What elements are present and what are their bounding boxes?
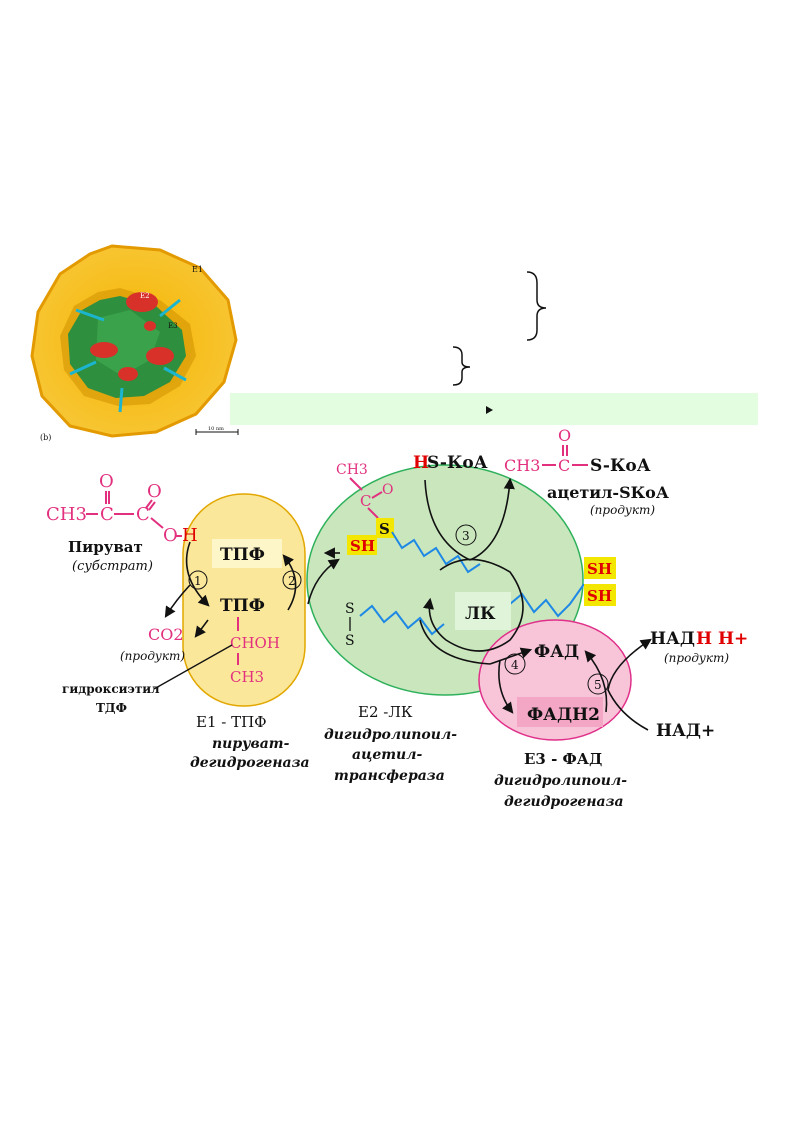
curly-brace-right-1 [526, 271, 547, 341]
step-3-circle [455, 524, 477, 546]
acetyl-c: C [558, 456, 570, 475]
acetyl-coa-product: ацетил-SКоА [547, 483, 669, 502]
step-1-circle [188, 570, 208, 590]
acetyl-coa-role: (продукт) [590, 503, 655, 517]
pyruvate-h: H [182, 525, 198, 546]
e2-o: O [382, 482, 393, 498]
acetyl-o: O [558, 426, 571, 445]
hs-coa-rest: S-КоА [427, 453, 488, 473]
e1-chon: CHOH [230, 634, 280, 652]
e2-sh-box-right-2 [584, 584, 616, 606]
pyruvate-name: Пируват [68, 538, 143, 556]
micrograph-image: E1 E2 E3 (b) 10 nm [30, 244, 239, 442]
acetyl-scoa: S-КоА [590, 456, 651, 476]
e3-fadh2-box [517, 697, 603, 727]
step-2-circle [282, 570, 302, 590]
e3-title: E3 - ФАД [524, 750, 602, 768]
e1-tpp-bottom: ТПФ [220, 596, 265, 616]
e1-name-line1: пируват- [212, 736, 290, 752]
micrograph-caption: (b) [40, 433, 51, 442]
pyruvate-o2: O [147, 481, 162, 502]
nadh-label-b: Н Н+ [696, 629, 748, 649]
step-1-label: 1 [194, 574, 202, 588]
e2-sh-box-right-1 [584, 557, 616, 579]
micrograph-label-e3: E3 [168, 322, 178, 330]
pyruvate-role: (субстрат) [72, 559, 153, 574]
e2-s-top: S [379, 520, 390, 538]
bar-arrow-icon [486, 406, 493, 414]
pyruvate-c1: C [100, 504, 114, 525]
step-3-label: 3 [462, 529, 470, 543]
e2-sh-box-left [347, 535, 377, 555]
e1-name-line2: дегидрогеназа [190, 755, 310, 771]
e3-fadh2: ФАДН2 [527, 705, 600, 725]
e1-title: E1 - ТПФ [196, 713, 267, 731]
e2-s-box [376, 518, 394, 538]
pyruvate-c2: C [136, 504, 150, 525]
e2-sh-right-1: SH [587, 560, 612, 578]
e2-name-line2: ацетил- [352, 747, 422, 763]
step-4-label: 4 [511, 658, 519, 672]
co2-label: CO2 [148, 625, 184, 644]
lipoyl-arm-right [509, 583, 585, 618]
e3-fad: ФАД [534, 642, 579, 662]
curly-brace-right-2 [452, 346, 471, 386]
lipoyl-arm-upper [391, 531, 481, 574]
e2-sh-right-2: SH [587, 587, 612, 605]
e2-c: C [360, 492, 371, 510]
e2-title: E2 -ЛК [358, 703, 413, 721]
step-4-circle [504, 653, 526, 675]
scale-bar-label: 10 nm [208, 426, 224, 432]
e1-ch3: CH3 [230, 668, 264, 686]
pyruvate-o1: O [99, 471, 114, 492]
co2-role: (продукт) [120, 649, 185, 663]
step-5-label: 5 [594, 678, 602, 692]
e2-name-line3: трансфераза [334, 768, 445, 784]
hs-coa-h: H [413, 453, 429, 473]
lk-box [455, 592, 511, 630]
step-2-label: 2 [288, 574, 296, 588]
nad-plus-label: НАД+ [656, 721, 715, 741]
green-highlight-bar [230, 393, 758, 425]
e2-disulfide-s2: S [345, 633, 355, 649]
pyruvate-ch3: CH3 [46, 504, 87, 525]
e3-name-line2: дегидрогеназа [504, 794, 624, 810]
nadh-role: (продукт) [664, 651, 729, 665]
hydroxyethyl-label: гидроксиэтил [62, 682, 160, 696]
e2-ch3: CH3 [336, 462, 368, 478]
e3-name-line1: дигидролипоил- [494, 773, 627, 789]
e2-name-line1: дигидролипоил- [324, 727, 457, 743]
e2-disulfide-s1: S [345, 601, 355, 617]
micrograph-label-e1: E1 [192, 265, 203, 274]
pyruvate-structure: O O CH3 C C O H Пируват (субстрат) [46, 471, 198, 574]
micrograph-label-e2: E2 [140, 292, 150, 300]
pyruvate-o3: O [163, 525, 178, 546]
lk-label: ЛК [465, 604, 496, 624]
lipoyl-arm-lower [359, 604, 445, 636]
hydroxyethyl-label-2: ТДФ [96, 701, 127, 715]
e2-sh-left: SH [350, 537, 375, 555]
nadh-label-a: НАД [650, 629, 695, 649]
acetyl-ch3: CH3 [504, 456, 540, 475]
e1-tpp-top: ТПФ [220, 545, 265, 565]
